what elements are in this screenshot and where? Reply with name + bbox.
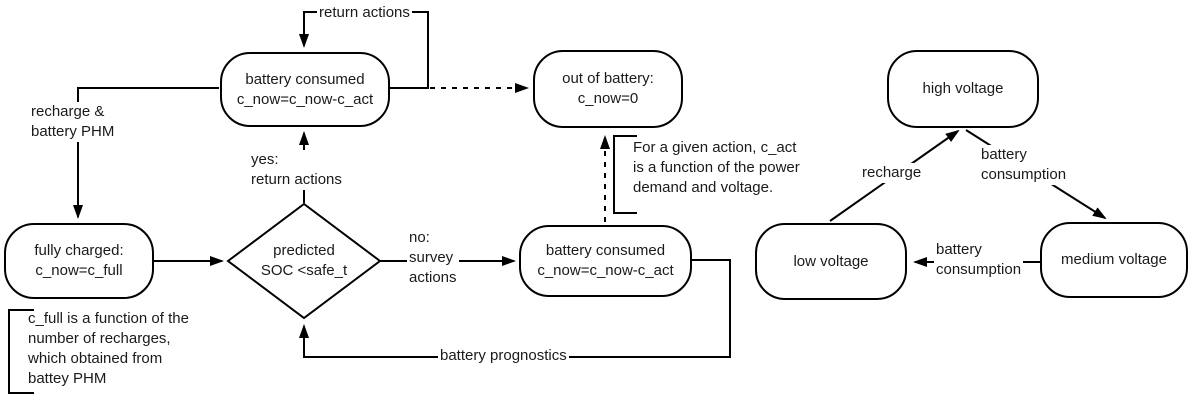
note-c-full: c_full is a function of the number of re… [28,309,189,389]
node-label: medium voltage [1061,251,1167,268]
edge-label-line: recharge & [31,103,105,120]
edge-battery-prognostics [299,259,731,358]
decision-label: predicted SOC <safe_t [239,241,369,281]
node-label: battery consumed [245,70,365,88]
note-line: c_full is a function of the [28,310,189,327]
node-label: out of battery: [562,70,654,87]
edge-label-consumption-medium-low: battery consumption [934,240,1024,280]
note-line: is a function of the power [633,159,800,176]
edge-label-line: battery PHM [31,123,115,140]
decision-diamond [226,202,382,320]
note-line: For a given action, c_act [633,139,797,156]
node-label: c_now=c_now-c_act [537,262,674,279]
node-fully-charged: fully charged: c_now=c_full [4,223,154,299]
node-label: c_now=c_now-c_act [236,90,374,108]
node-label: c_now=c_full [35,262,123,279]
edge-label-return-actions-loop: return actions [317,3,412,23]
edge-label-line: survey [409,249,454,266]
node-label: battery consumed [545,242,666,259]
decision-label-line: predicted [273,242,335,259]
note-c-act: For a given action, c_act is a function … [633,138,800,198]
node-battery-consumed-top: battery consumed c_now=c_now-c_act [220,52,390,127]
node-label: high voltage [922,80,1004,97]
edge-label-line: return actions [251,171,342,188]
node-battery-consumed-right: battery consumed c_now=c_now-c_act [519,225,692,297]
decision-label-line: SOC <safe_t [260,262,348,279]
node-label: fully charged: [34,242,124,259]
edge-label-line: battery [936,241,982,258]
edge-recharge-phm [73,87,219,219]
edge-label-line: return actions [319,4,410,21]
note-line: number of recharges, [28,330,171,347]
edge-label-no: no: survey actions [407,228,459,288]
bracket-c-act-note [613,135,637,214]
node-low-voltage: low voltage [755,223,907,300]
bracket-c-full-note [8,309,34,394]
node-high-voltage: high voltage [887,50,1039,128]
edge-label-battery-prognostics: battery prognostics [438,346,569,366]
note-line: battey PHM [28,370,107,387]
edge-label-yes: yes: return actions [249,150,344,190]
edge-label-line: battery [981,146,1027,163]
edge-label-recharge: recharge [860,163,924,183]
edge-label-line: no: [409,229,430,246]
node-label: low voltage [793,252,869,270]
edge-label-line: yes: [251,151,279,168]
edge-label-line: consumption [936,261,1022,278]
note-line: which obtained from [28,350,163,367]
edge-return-actions-loop [299,11,429,89]
note-line: demand and voltage. [633,179,774,196]
edge-label-line: recharge [862,164,922,181]
edge-label-consumption-high-medium: battery consumption [979,145,1069,185]
node-out-of-battery: out of battery: c_now=0 [533,50,683,128]
edge-label-line: battery prognostics [440,347,567,364]
node-medium-voltage: medium voltage [1040,222,1188,298]
edge-label-recharge-phm: recharge & battery PHM [29,102,117,142]
node-label: c_now=0 [577,90,639,107]
edge-label-line: actions [409,269,457,286]
edge-label-line: consumption [981,166,1067,183]
